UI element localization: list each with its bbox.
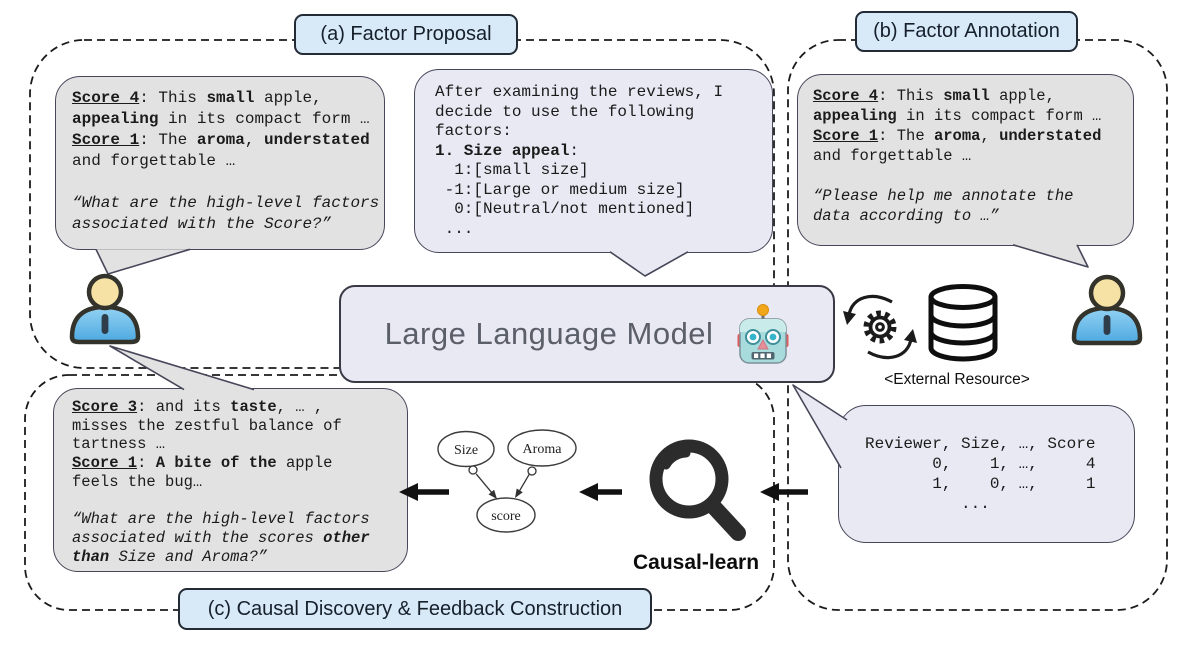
user-icon-right [1074,277,1140,343]
causal-graph: Size Aroma score [437,429,577,533]
database-icon [928,284,998,362]
graph-edge-aroma-score [518,473,530,492]
magnifier-icon [649,439,746,541]
flow-arrows [399,483,808,501]
graph-edge-circle-mark [527,466,537,476]
speech-bubble-factor-annotation: Score 4: This small apple,appealing in i… [797,74,1134,246]
user-icon-left [72,276,138,342]
sync-gear-icon [843,294,917,360]
speech-bubble-factor-proposal: Score 4: This small apple,appealing in i… [55,76,385,250]
external-resource-label: <External Resource> [884,371,1030,388]
panel-label-b: (b) Factor Annotation [855,11,1078,52]
graph-edge-arrowhead [488,489,497,499]
flow-arrowhead [760,483,779,501]
graph-edge-circle-mark [468,465,478,475]
graph-node-score [476,497,536,533]
robot-icon [737,304,789,364]
graph-node-score-label: score [491,509,521,524]
graph-edge-arrowhead [515,488,523,498]
flow-arrowhead [399,483,418,501]
graph-node-size [437,430,495,468]
graph-node-size-label: Size [454,443,478,458]
llm-title: Large Language Model [384,316,714,351]
speech-bubble-annotated-data: Reviewer, Size, …, Score 0, 1, …, 4 1, 0… [838,405,1135,543]
panel-label-c: (c) Causal Discovery & Feedback Construc… [178,588,652,630]
panel-label-a: (a) Factor Proposal [294,14,518,55]
graph-edge-size-score [475,473,493,494]
flow-arrowhead [579,483,598,501]
llm-box: Large Language Model [339,285,835,383]
causal-learn-label: Causal-learn [633,551,759,574]
graph-node-aroma [507,429,577,467]
graph-node-aroma-label: Aroma [523,442,563,457]
